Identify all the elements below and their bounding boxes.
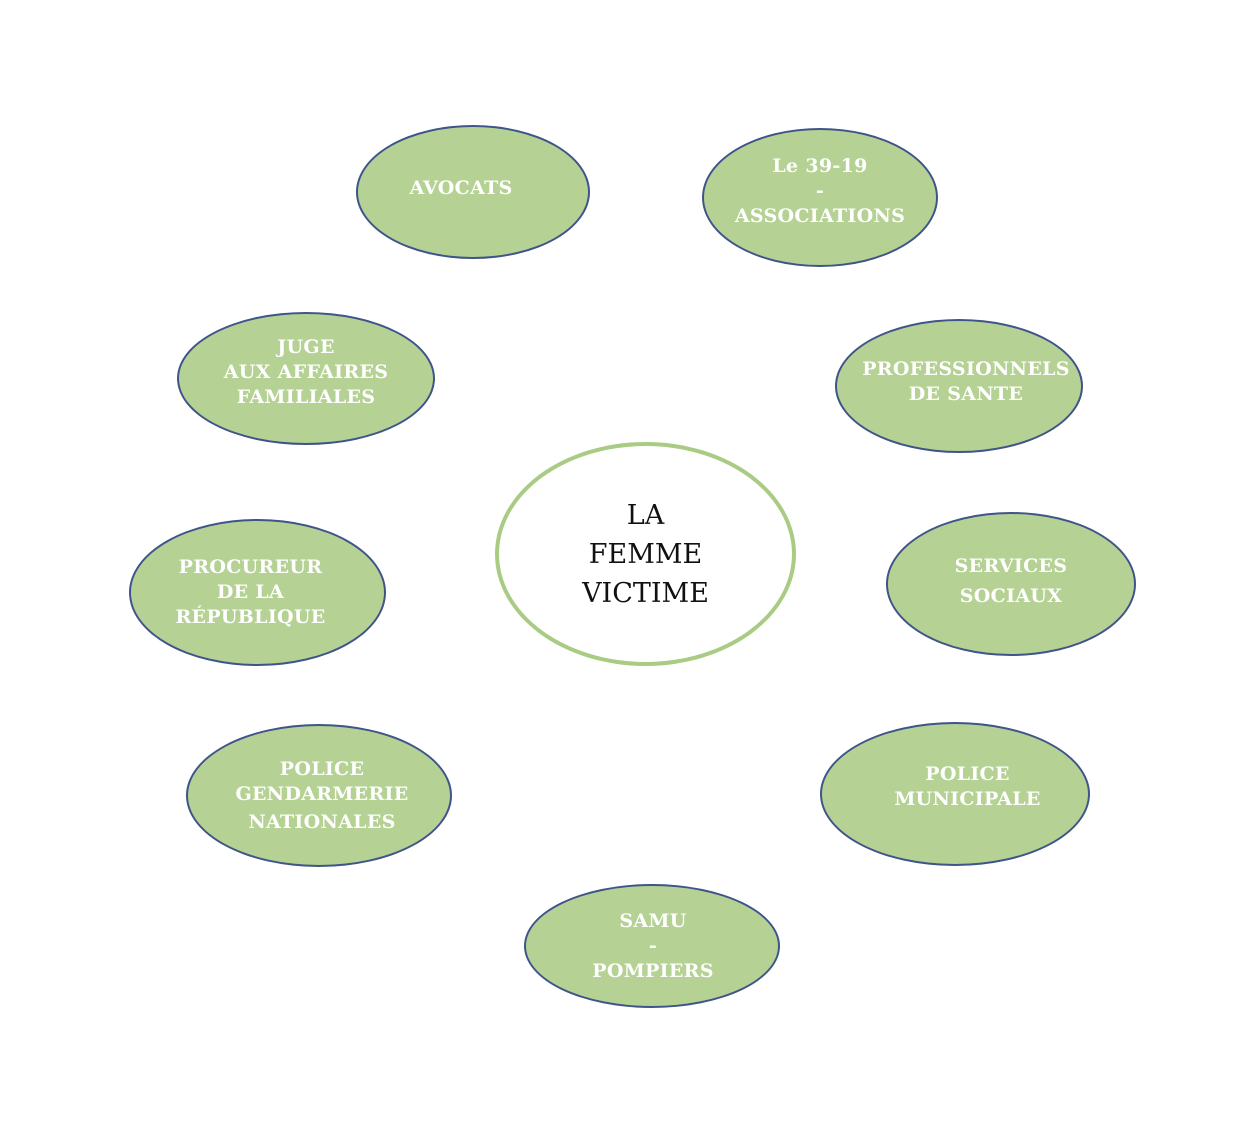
node-avocats: AVOCATS xyxy=(356,125,590,259)
node-label-line: DE LA xyxy=(216,581,285,603)
node-label-line: RÉPUBLIQUE xyxy=(175,606,326,628)
node-label-line: POLICE xyxy=(279,757,365,780)
node-label-line: GENDARMERIE xyxy=(235,782,409,805)
center-label-line: LA xyxy=(626,499,665,531)
node-label-line: MUNICIPALE xyxy=(894,788,1041,810)
node-label-line: PROCUREUR xyxy=(178,556,323,578)
node-label-line: SAMU xyxy=(619,909,687,932)
node-samu-pompiers: SAMU - POMPIERS xyxy=(524,884,780,1008)
node-label-line: - xyxy=(815,180,825,202)
node-professionnels-de-sante: PROFESSIONNELS DE SANTE xyxy=(835,319,1083,453)
node-label-line: ASSOCIATIONS xyxy=(734,205,906,227)
node-label-line: Le 39-19 xyxy=(772,155,868,177)
node-label-line: SERVICES xyxy=(954,554,1068,577)
node-label-line: AUX AFFAIRES xyxy=(223,361,389,383)
node-label-line: DE SANTE xyxy=(908,383,1024,405)
center-node-la-femme-victime: LA FEMME VICTIME xyxy=(495,442,796,666)
node-police-gendarmerie-nationales: POLICE GENDARMERIE NATIONALES xyxy=(186,724,452,867)
node-label-line: NATIONALES xyxy=(248,810,396,833)
node-police-municipale: POLICE MUNICIPALE xyxy=(820,722,1090,866)
node-label-line: SOCIAUX xyxy=(959,584,1063,607)
node-label-line: JUGE xyxy=(277,336,335,358)
center-label-line: VICTIME xyxy=(582,577,709,609)
node-procureur-de-la-republique: PROCUREUR DE LA RÉPUBLIQUE xyxy=(129,519,386,666)
node-services-sociaux: SERVICES SOCIAUX xyxy=(886,512,1136,656)
node-label-line: PROFESSIONNELS xyxy=(862,358,1070,380)
node-juge-aux-affaires-familiales: JUGE AUX AFFAIRES FAMILIALES xyxy=(177,312,435,445)
node-label-line: POMPIERS xyxy=(592,959,714,982)
node-39-19-associations: Le 39-19 - ASSOCIATIONS xyxy=(702,128,938,267)
node-label-line: POLICE xyxy=(925,763,1010,785)
node-label-line: - xyxy=(648,934,658,957)
node-label-line: FAMILIALES xyxy=(236,386,376,408)
node-label-line: AVOCATS xyxy=(409,177,513,199)
center-label-line: FEMME xyxy=(588,538,703,570)
